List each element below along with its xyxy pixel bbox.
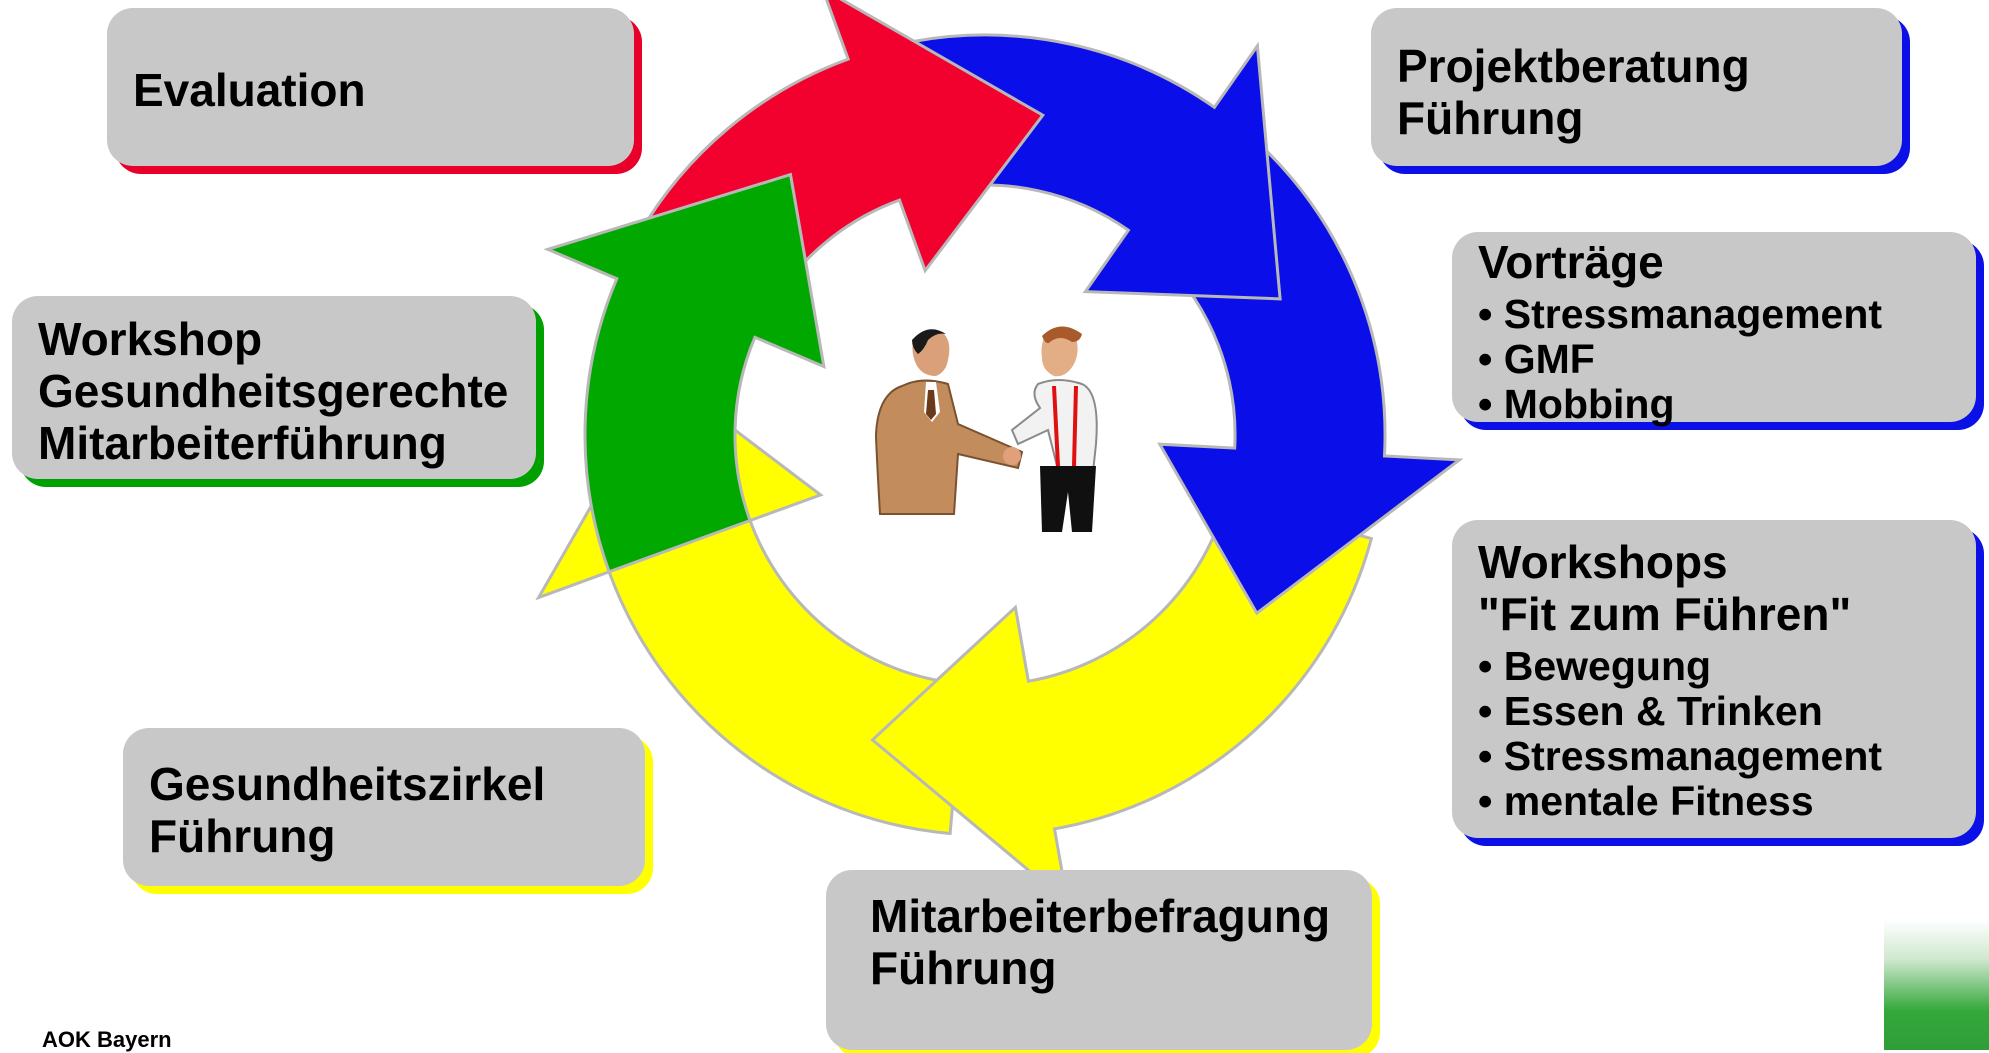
- businessman-right: [1010, 326, 1098, 532]
- vortraege-list: Stressmanagement GMF Mobbing: [1478, 292, 1952, 427]
- vortraege-item: Stressmanagement: [1478, 292, 1952, 337]
- workshop-mitarbeiterfuehrung-box: Workshop Gesundheitsgerechte Mitarbeiter…: [12, 296, 536, 479]
- footer-label: AOK Bayern: [42, 1027, 172, 1052]
- yellow-arrow-bottom: [870, 497, 1374, 907]
- mitarbeiterbefragung-title: Mitarbeiterbefragung Führung: [870, 890, 1331, 994]
- handshake-icon: [1003, 447, 1021, 465]
- workshops-fit-item: Essen & Trinken: [1478, 689, 1952, 734]
- workshops-fit-item: mentale Fitness: [1478, 779, 1952, 824]
- vortraege-item: GMF: [1478, 337, 1952, 382]
- gesundheitszirkel-title: Gesundheitszirkel Führung: [149, 758, 546, 862]
- evaluation-title: Evaluation: [133, 64, 366, 116]
- workshop-mitarbeiterfuehrung-title: Workshop Gesundheitsgerechte Mitarbeiter…: [38, 313, 509, 469]
- projektberatung-box: Projektberatung Führung: [1371, 8, 1902, 166]
- vortraege-title: Vorträge: [1478, 236, 1664, 288]
- vortraege-box: Vorträge Stressmanagement GMF Mobbing: [1452, 232, 1976, 427]
- mitarbeiterbefragung-box: Mitarbeiterbefragung Führung: [826, 870, 1372, 1050]
- workshops-fit-item: Stressmanagement: [1478, 734, 1952, 779]
- workshops-fit-title: Workshops "Fit zum Führen": [1478, 536, 1852, 640]
- evaluation-box: Evaluation: [107, 8, 634, 166]
- projektberatung-title: Projektberatung Führung: [1397, 40, 1750, 144]
- workshops-fit-box: Workshops "Fit zum Führen" Bewegung Esse…: [1452, 520, 1976, 838]
- vortraege-item: Mobbing: [1478, 382, 1952, 427]
- green-arrow-left: [543, 172, 826, 574]
- gesundheitszirkel-box: Gesundheitszirkel Führung: [123, 728, 645, 886]
- businessman-left: [874, 329, 1024, 515]
- workshops-fit-item: Bewegung: [1478, 644, 1952, 689]
- handshake-illustration: [874, 326, 1098, 532]
- aok-logo-strip: [1884, 920, 1989, 1050]
- workshops-fit-list: Bewegung Essen & Trinken Stressmanagemen…: [1478, 644, 1952, 824]
